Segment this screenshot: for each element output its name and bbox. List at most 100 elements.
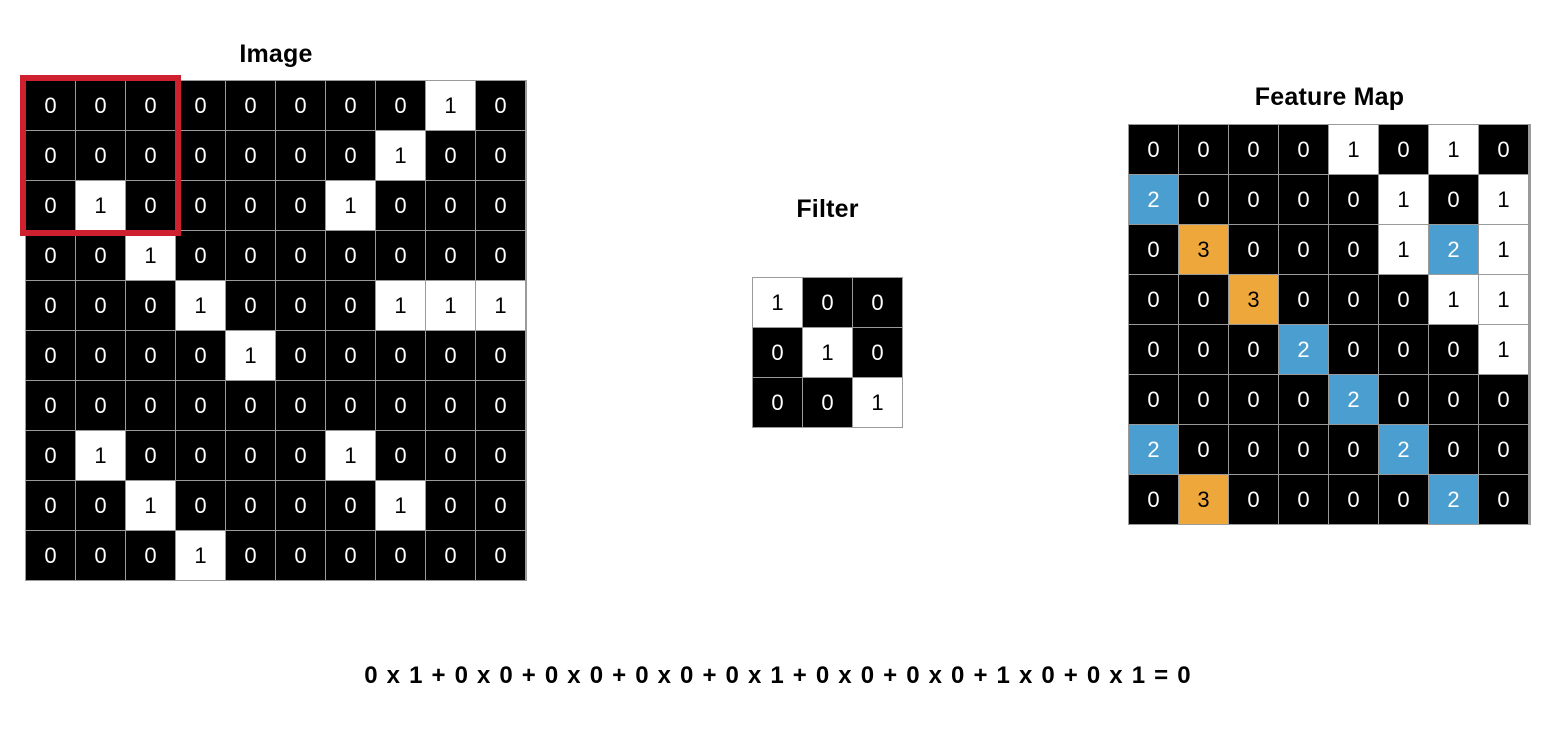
image-cell[interactable]: 0 xyxy=(226,381,275,430)
image-cell[interactable]: 1 xyxy=(226,331,275,380)
image-cell[interactable]: 1 xyxy=(176,531,225,580)
image-cell[interactable]: 0 xyxy=(426,181,475,230)
image-cell[interactable]: 0 xyxy=(376,531,425,580)
feature-map-cell[interactable]: 0 xyxy=(1229,325,1278,374)
image-cell[interactable]: 0 xyxy=(376,431,425,480)
image-cell[interactable]: 0 xyxy=(26,381,75,430)
image-cell[interactable]: 0 xyxy=(76,331,125,380)
image-cell[interactable]: 1 xyxy=(476,281,525,330)
feature-map-cell[interactable]: 0 xyxy=(1279,175,1328,224)
feature-map-cell[interactable]: 0 xyxy=(1179,425,1228,474)
filter-cell[interactable]: 0 xyxy=(753,328,802,377)
image-cell[interactable]: 0 xyxy=(126,531,175,580)
feature-map-cell[interactable]: 0 xyxy=(1229,225,1278,274)
feature-map-cell[interactable]: 0 xyxy=(1479,125,1528,174)
image-cell[interactable]: 0 xyxy=(476,431,525,480)
image-cell[interactable]: 0 xyxy=(26,231,75,280)
image-cell[interactable]: 0 xyxy=(326,231,375,280)
feature-map-cell[interactable]: 0 xyxy=(1479,425,1528,474)
image-cell[interactable]: 0 xyxy=(126,431,175,480)
image-cell[interactable]: 0 xyxy=(76,231,125,280)
feature-map-cell[interactable]: 2 xyxy=(1129,175,1178,224)
image-cell[interactable]: 0 xyxy=(376,231,425,280)
image-cell[interactable]: 0 xyxy=(126,131,175,180)
feature-map-cell[interactable]: 0 xyxy=(1279,125,1328,174)
image-cell[interactable]: 1 xyxy=(376,131,425,180)
feature-map-cell[interactable]: 2 xyxy=(1129,425,1178,474)
feature-map-cell[interactable]: 0 xyxy=(1379,475,1428,524)
feature-map-cell[interactable]: 0 xyxy=(1279,225,1328,274)
feature-map-cell[interactable]: 0 xyxy=(1179,125,1228,174)
image-cell[interactable]: 0 xyxy=(426,381,475,430)
feature-map-cell[interactable]: 1 xyxy=(1479,325,1528,374)
image-cell[interactable]: 0 xyxy=(176,81,225,130)
image-cell[interactable]: 0 xyxy=(476,131,525,180)
feature-map-cell[interactable]: 1 xyxy=(1429,275,1478,324)
feature-map-cell[interactable]: 0 xyxy=(1429,425,1478,474)
image-cell[interactable]: 1 xyxy=(376,481,425,530)
image-cell[interactable]: 0 xyxy=(126,81,175,130)
feature-map-cell[interactable]: 0 xyxy=(1129,375,1178,424)
feature-map-cell[interactable]: 2 xyxy=(1379,425,1428,474)
image-cell[interactable]: 1 xyxy=(426,81,475,130)
feature-map-cell[interactable]: 0 xyxy=(1379,325,1428,374)
image-cell[interactable]: 0 xyxy=(426,131,475,180)
image-cell[interactable]: 0 xyxy=(226,481,275,530)
image-cell[interactable]: 1 xyxy=(376,281,425,330)
image-cell[interactable]: 0 xyxy=(76,81,125,130)
feature-map-cell[interactable]: 0 xyxy=(1129,125,1178,174)
filter-cell[interactable]: 0 xyxy=(803,378,852,427)
image-cell[interactable]: 0 xyxy=(476,481,525,530)
filter-cell[interactable]: 0 xyxy=(753,378,802,427)
filter-cell[interactable]: 0 xyxy=(853,328,902,377)
image-cell[interactable]: 1 xyxy=(326,181,375,230)
image-cell[interactable]: 0 xyxy=(176,181,225,230)
filter-cell[interactable]: 1 xyxy=(803,328,852,377)
image-cell[interactable]: 0 xyxy=(226,231,275,280)
image-cell[interactable]: 0 xyxy=(476,381,525,430)
image-cell[interactable]: 0 xyxy=(76,481,125,530)
feature-map-cell[interactable]: 0 xyxy=(1229,125,1278,174)
filter-cell[interactable]: 1 xyxy=(853,378,902,427)
feature-map-cell[interactable]: 0 xyxy=(1479,375,1528,424)
image-cell[interactable]: 0 xyxy=(276,431,325,480)
image-cell[interactable]: 0 xyxy=(326,531,375,580)
image-cell[interactable]: 0 xyxy=(326,331,375,380)
feature-map-cell[interactable]: 0 xyxy=(1179,375,1228,424)
feature-map-cell[interactable]: 0 xyxy=(1179,325,1228,374)
feature-map-cell[interactable]: 0 xyxy=(1279,425,1328,474)
image-cell[interactable]: 0 xyxy=(126,381,175,430)
image-cell[interactable]: 0 xyxy=(26,81,75,130)
feature-map-cell[interactable]: 0 xyxy=(1429,375,1478,424)
feature-map-cell[interactable]: 1 xyxy=(1429,125,1478,174)
feature-map-cell[interactable]: 0 xyxy=(1479,475,1528,524)
feature-map-cell[interactable]: 0 xyxy=(1129,275,1178,324)
image-cell[interactable]: 0 xyxy=(26,481,75,530)
image-cell[interactable]: 0 xyxy=(26,131,75,180)
image-cell[interactable]: 0 xyxy=(176,231,225,280)
feature-map-cell[interactable]: 3 xyxy=(1179,225,1228,274)
feature-map-cell[interactable]: 2 xyxy=(1279,325,1328,374)
feature-map-cell[interactable]: 0 xyxy=(1329,275,1378,324)
image-cell[interactable]: 1 xyxy=(76,431,125,480)
image-cell[interactable]: 0 xyxy=(226,81,275,130)
image-cell[interactable]: 0 xyxy=(276,181,325,230)
feature-map-cell[interactable]: 1 xyxy=(1479,275,1528,324)
image-cell[interactable]: 1 xyxy=(326,431,375,480)
image-cell[interactable]: 0 xyxy=(276,481,325,530)
image-cell[interactable]: 0 xyxy=(276,381,325,430)
feature-map-cell[interactable]: 0 xyxy=(1229,475,1278,524)
image-cell[interactable]: 0 xyxy=(126,281,175,330)
image-cell[interactable]: 0 xyxy=(326,131,375,180)
image-cell[interactable]: 0 xyxy=(376,81,425,130)
image-cell[interactable]: 0 xyxy=(426,481,475,530)
feature-map-cell[interactable]: 0 xyxy=(1379,125,1428,174)
image-cell[interactable]: 0 xyxy=(226,531,275,580)
image-cell[interactable]: 0 xyxy=(276,131,325,180)
feature-map-cell[interactable]: 1 xyxy=(1379,175,1428,224)
feature-map-cell[interactable]: 0 xyxy=(1179,275,1228,324)
image-cell[interactable]: 1 xyxy=(76,181,125,230)
image-cell[interactable]: 0 xyxy=(326,81,375,130)
